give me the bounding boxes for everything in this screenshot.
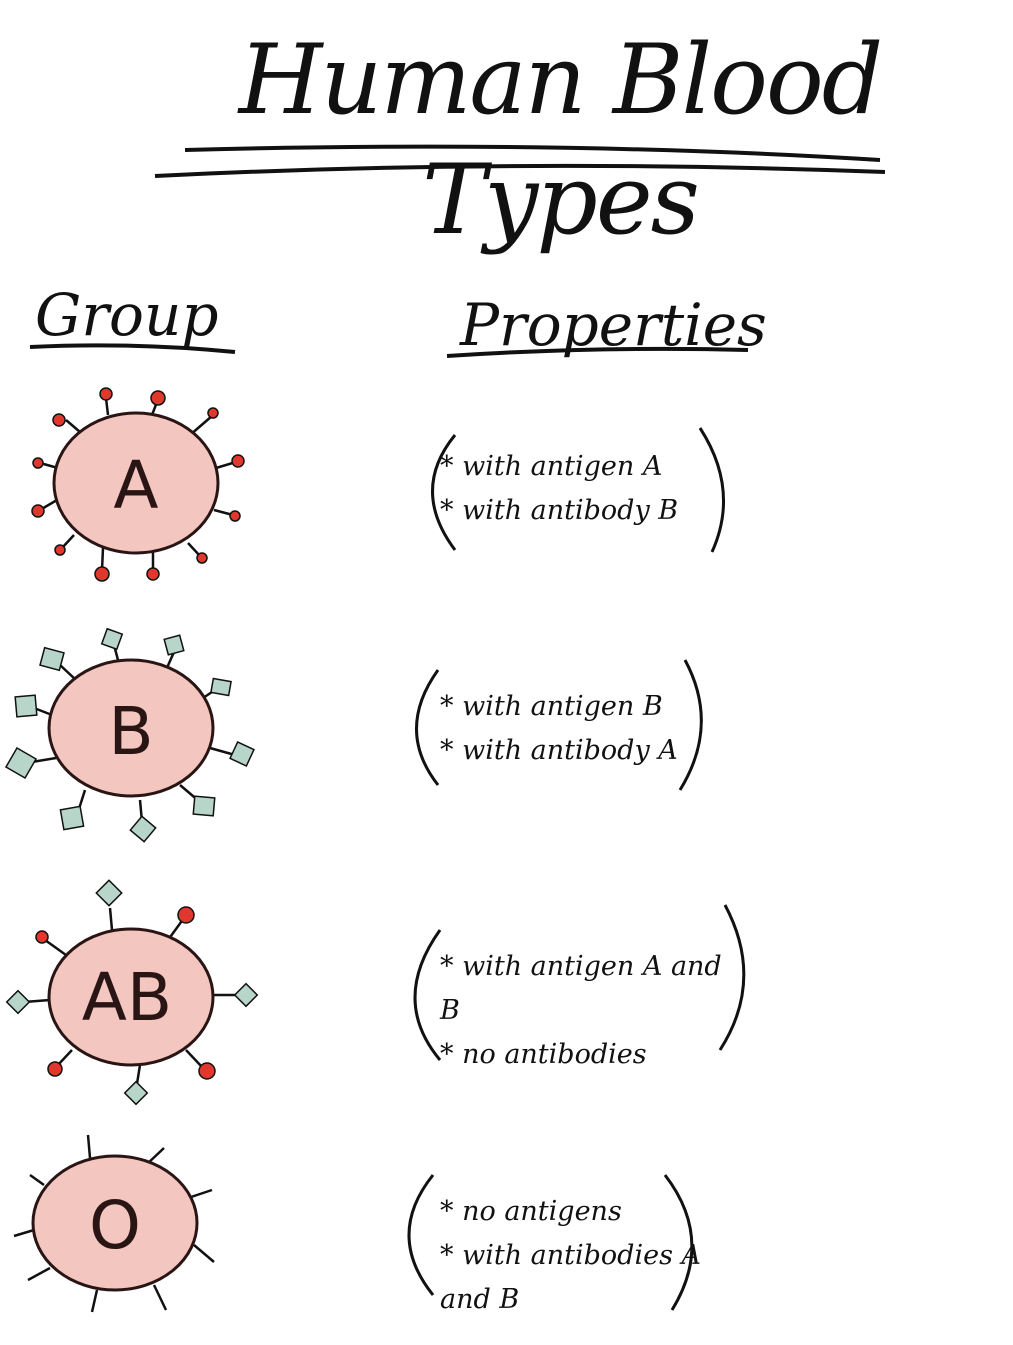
cell-label-ab: AB bbox=[82, 959, 172, 1036]
cell-label-a: A bbox=[113, 447, 158, 524]
cell-o bbox=[13, 1134, 215, 1313]
property-line: with antigen A bbox=[440, 445, 730, 489]
property-line: with antibody B bbox=[440, 489, 730, 533]
group-underline bbox=[29, 343, 236, 354]
group-header: Group bbox=[35, 281, 219, 349]
properties-underline bbox=[446, 346, 749, 358]
cell-a bbox=[31, 387, 245, 582]
property-line: with antibodies A and B bbox=[440, 1234, 730, 1322]
cell-ab bbox=[5, 879, 259, 1106]
properties-header: Properties bbox=[460, 291, 767, 359]
cell-label-b: B bbox=[108, 693, 153, 770]
properties-ab: with antigen A and B no antibodies bbox=[440, 945, 730, 1077]
properties-a: with antigen A with antibody B bbox=[440, 445, 730, 533]
property-line: no antigens bbox=[440, 1190, 730, 1234]
properties-o: no antigens with antibodies A and B bbox=[440, 1190, 730, 1322]
property-line: with antigen A and B bbox=[440, 945, 730, 1033]
title-underline-2 bbox=[154, 163, 886, 178]
cell-label-o: O bbox=[89, 1187, 141, 1264]
property-line: with antigen B bbox=[440, 685, 730, 729]
title-underline bbox=[184, 144, 881, 162]
diagram-title: Human Blood Types bbox=[238, 24, 883, 256]
properties-b: with antigen B with antibody A bbox=[440, 685, 730, 773]
property-line: with antibody A bbox=[440, 729, 730, 773]
cell-b bbox=[4, 627, 255, 843]
property-line: no antibodies bbox=[440, 1033, 730, 1077]
